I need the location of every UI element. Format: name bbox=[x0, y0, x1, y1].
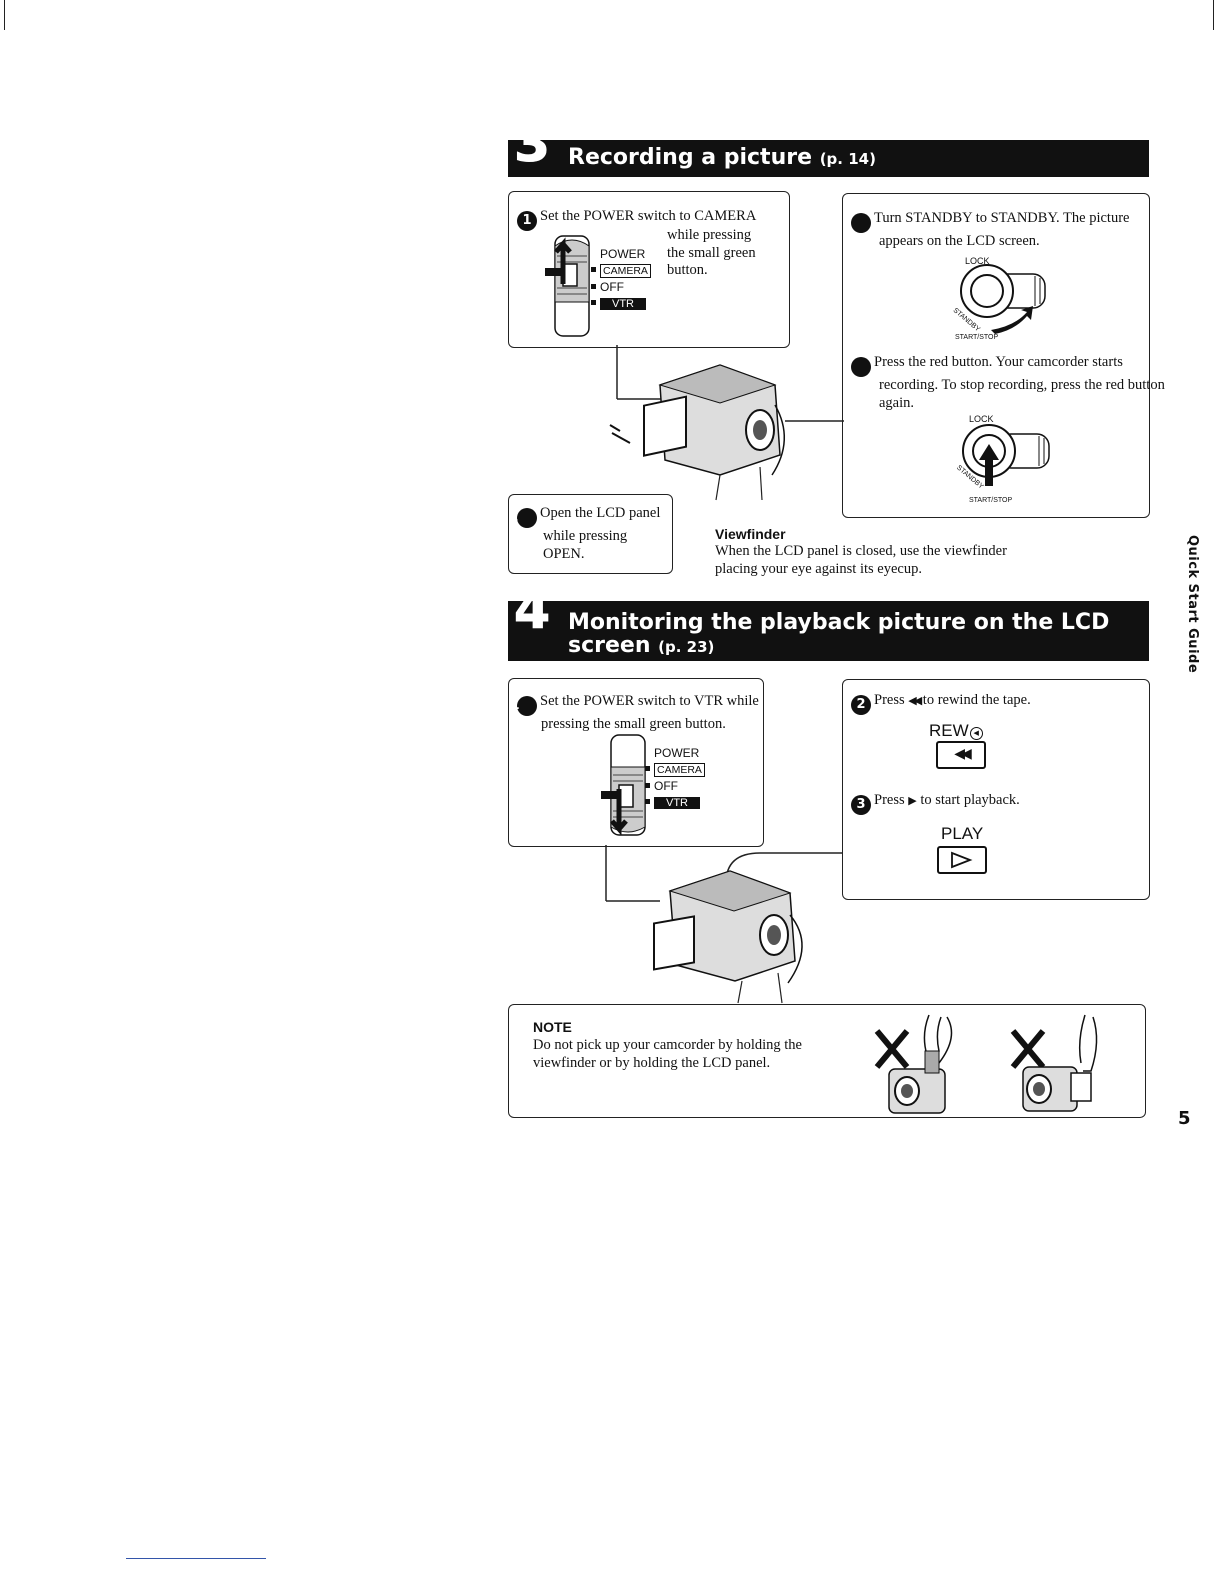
side-label: Quick Start Guide bbox=[1185, 535, 1200, 674]
note-box: NOTE Do not pick up your camcorder by ho… bbox=[508, 1004, 1146, 1118]
record-dial-icon: LOCK STANDBY START/STOP bbox=[955, 414, 1050, 504]
svg-text:LOCK: LOCK bbox=[965, 256, 990, 266]
section-title: Monitoring the playback picture on the L… bbox=[568, 610, 1110, 659]
step-number: 1 bbox=[517, 211, 537, 231]
rewind-icon: ◀◀ bbox=[908, 695, 922, 707]
section-number: 3 bbox=[513, 114, 551, 174]
scan-mark-top-left bbox=[4, 0, 5, 30]
rewind-symbol-icon: ◀ bbox=[969, 727, 983, 740]
scan-mark-bottom bbox=[126, 1558, 266, 1559]
vtr-switch-labels: POWER CAMERA OFF VTR bbox=[645, 745, 705, 811]
section-title: Recording a picture (p. 14) bbox=[568, 145, 876, 170]
scan-mark-top-right bbox=[1213, 0, 1214, 30]
note-text: Do not pick up your camcorder by holding… bbox=[533, 1037, 802, 1071]
power-switch-vtr-icon bbox=[601, 734, 646, 836]
section-4-banner: 4 Monitoring the playback picture on the… bbox=[508, 585, 1149, 661]
camcorder-playback-image bbox=[605, 845, 842, 1004]
wrong-hold-lcd-image bbox=[1010, 1014, 1098, 1112]
play-button-label: PLAY bbox=[941, 824, 984, 843]
viewfinder-text: When the LCD panel is closed, use the vi… bbox=[715, 543, 1007, 577]
svg-text:START/STOP: START/STOP bbox=[955, 334, 999, 341]
svg-text:START/STOP: START/STOP bbox=[969, 497, 1013, 504]
wrong-hold-viewfinder-image bbox=[874, 1014, 953, 1114]
section-number: 4 bbox=[513, 581, 551, 641]
play-button-icon bbox=[937, 846, 987, 874]
rew-button-label: REW◀ bbox=[929, 721, 983, 741]
section-3-banner: 3 Recording a picture (p. 14) bbox=[508, 118, 1149, 177]
standby-dial-icon: LOCK STANDBY START/STOP bbox=[952, 256, 1046, 341]
camcorder-lcd-open-image bbox=[609, 345, 844, 501]
viewfinder-title: Viewfinder bbox=[715, 526, 786, 542]
play-icon: ▶ bbox=[908, 795, 917, 807]
switch-labels: POWER CAMERA OFF VTR bbox=[591, 246, 651, 312]
svg-text:LOCK: LOCK bbox=[969, 414, 994, 424]
note-title: NOTE bbox=[533, 1019, 572, 1035]
rew-button-icon: ◀◀ bbox=[936, 741, 986, 769]
page-number: 5 bbox=[1178, 1108, 1191, 1129]
power-switch-icon bbox=[545, 235, 590, 337]
